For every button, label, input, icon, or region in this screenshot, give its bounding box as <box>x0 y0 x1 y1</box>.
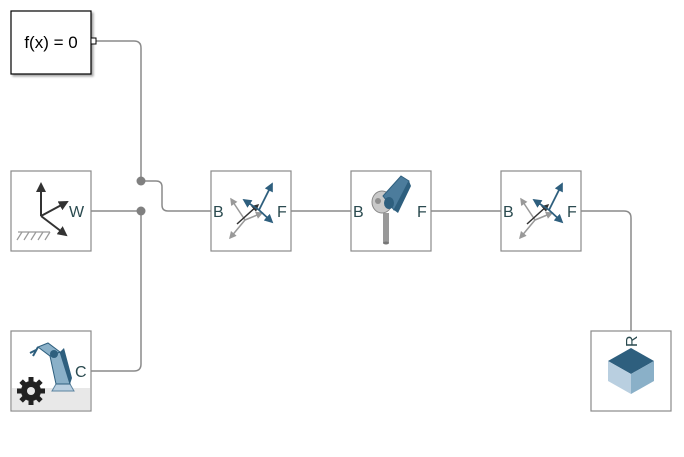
solid-port-label: R <box>624 335 641 347</box>
revolute-port-b: B <box>353 204 364 221</box>
mechanism-configuration-block[interactable]: C <box>10 330 92 412</box>
robot-arm-icon <box>29 342 75 392</box>
solver-connection-line[interactable] <box>96 40 142 181</box>
transform1-port-f: F <box>277 204 287 221</box>
rigid-transform-block-2[interactable]: B F <box>500 170 582 252</box>
transform2-port-b: B <box>503 204 514 221</box>
solver-configuration-block[interactable]: f(x) = 0 <box>10 10 97 75</box>
solver-port[interactable] <box>90 37 97 45</box>
config-port-label: C <box>75 364 87 381</box>
rigid-transform-block-1[interactable]: B F <box>210 170 292 252</box>
revolute-port-f: F <box>417 204 427 221</box>
frame-transform-icon <box>229 182 274 240</box>
revolute-joint-icon <box>371 175 411 245</box>
axes-icon <box>36 182 69 237</box>
junction-dot <box>136 206 146 216</box>
transform2-to-solid-line[interactable] <box>581 210 632 331</box>
frame-transform-icon <box>519 182 564 240</box>
gear-icon <box>17 377 45 405</box>
config-connection-line[interactable] <box>91 211 142 372</box>
world-to-transform1-line[interactable] <box>141 180 211 212</box>
ground-icon <box>16 231 51 241</box>
solid-block[interactable]: R <box>590 330 672 412</box>
transform1-port-b: B <box>213 204 224 221</box>
connections <box>91 40 632 372</box>
revolute-joint-block[interactable]: B F <box>350 170 432 252</box>
solid-cube-icon <box>608 348 654 394</box>
world-port-label: W <box>69 204 85 221</box>
world-frame-block[interactable]: W <box>10 170 92 252</box>
transform2-port-f: F <box>567 204 577 221</box>
solver-label: f(x) = 0 <box>24 33 77 52</box>
junction-dot <box>136 176 146 186</box>
